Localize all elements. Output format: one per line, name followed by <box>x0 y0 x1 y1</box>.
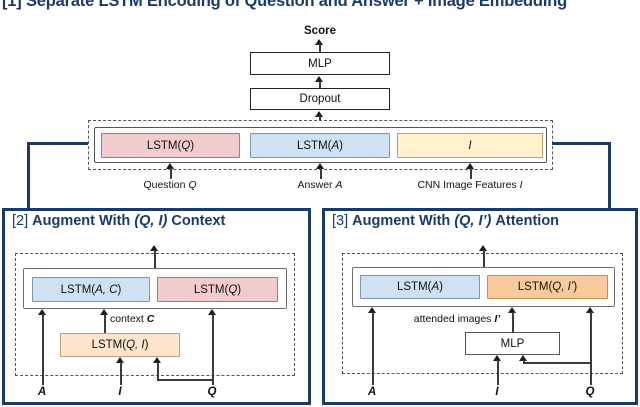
panel3-output-arrow-head <box>479 245 487 251</box>
panel3-lstm-qi2-label: LSTM( <box>517 281 553 293</box>
panel3-lstm-qi2-box: LSTM(Q, I’) <box>487 275 608 299</box>
panel2-context-arrow-head <box>100 309 108 315</box>
panel2-input-i-label: I <box>118 386 122 398</box>
image-embedding-label: I <box>468 139 472 152</box>
mlp-box-label: MLP <box>308 57 332 70</box>
arrow-mlp-to-score-head <box>315 39 323 45</box>
arrow-encoder-to-dropout-line <box>319 116 321 121</box>
panel-2-header: [2] Augment With (Q, I) Context <box>12 213 226 229</box>
panel2-context-arrow-line <box>104 314 106 333</box>
panel2-output-arrow-line <box>154 250 156 268</box>
panel2-dashed-box <box>15 253 295 376</box>
panel3-mlp-label: MLP <box>500 337 525 350</box>
figure-title: [1] Separate LSTM Encoding of Question a… <box>2 0 640 11</box>
mlp-box: MLP <box>250 52 390 75</box>
panel3-mlp-arrow-head <box>508 307 516 313</box>
score-label: Score <box>304 25 336 37</box>
lstm-q-label: LSTM( <box>146 139 182 152</box>
arrow-cnn-head <box>466 163 474 169</box>
panel2-q-arrow-line <box>212 314 214 385</box>
panel2-lstm-q-label: LSTM( <box>193 283 229 296</box>
panel2-q-branch-vertical <box>157 362 159 381</box>
panel2-output-arrow-head <box>150 245 158 251</box>
panel3-output-arrow-line <box>483 250 485 267</box>
panel2-q-arrow-head <box>208 309 216 315</box>
panel3-input-i-label: I <box>495 386 499 398</box>
arrow-mlp-to-score-line <box>319 44 321 52</box>
arrow-answer-line <box>320 168 322 179</box>
question-input-label: Question Q <box>143 179 197 191</box>
panel2-lstm-ac-label: LSTM( <box>60 283 96 296</box>
panel2-input-q-label: Q <box>207 386 217 398</box>
panel2-context-label: context C <box>110 313 155 325</box>
panel3-i-arrow-line <box>497 360 499 385</box>
panel2-a-arrow-line <box>42 314 44 385</box>
panel2-q-branch-arrow-head <box>153 357 161 363</box>
image-embedding-box: I <box>397 133 543 158</box>
panel2-i-arrow-head <box>116 357 124 363</box>
arrow-question-line <box>170 168 172 179</box>
panel3-a-arrow-head <box>368 307 376 313</box>
connector-right-horizontal <box>552 142 611 145</box>
panel3-lstm-a-label: LSTM( <box>396 281 432 293</box>
panel2-a-arrow-head <box>38 309 46 315</box>
panel3-lstm-a-box: LSTM(A) <box>360 275 480 299</box>
panel-3-header: [3] Augment With (Q, I’) Attention <box>332 213 560 229</box>
arrow-dropout-to-mlp-line <box>319 81 321 88</box>
lstm-a-label: LSTM( <box>296 139 332 152</box>
connector-left-horizontal <box>27 142 88 145</box>
panel3-input-a-label: A <box>367 386 377 398</box>
lstm-q-box: LSTM(Q) <box>101 133 240 158</box>
panel2-i-arrow-line <box>120 362 122 385</box>
panel2-q-branch-horizontal <box>157 379 213 381</box>
panel3-q-arrow-line <box>590 312 592 385</box>
panel3-mlp-box: MLP <box>465 332 560 355</box>
panel2-lstm-qi-box: LSTM(Q, I) <box>60 333 180 357</box>
answer-input-label: Answer A <box>297 179 343 191</box>
panel3-a-arrow-line <box>372 312 374 385</box>
panel3-attended-label: attended images I’ <box>413 313 501 325</box>
panel3-input-q-label: Q <box>585 386 595 398</box>
arrow-dropout-to-mlp-head <box>315 76 323 82</box>
arrow-cnn-line <box>470 168 472 179</box>
dropout-box-label: Dropout <box>299 93 341 105</box>
cnn-input-label: CNN Image Features I <box>417 179 523 191</box>
figure-title-text: Separate LSTM Encoding of Question and A… <box>25 0 567 10</box>
panel3-q-branch-arrow-head <box>519 355 527 361</box>
dropout-box: Dropout <box>250 88 390 110</box>
panel2-lstm-ac-box: LSTM(A, C) <box>32 277 150 302</box>
panel2-lstm-qi-label: LSTM( <box>91 339 127 351</box>
panel3-i-arrow-head <box>493 355 501 361</box>
connector-right-vertical <box>608 142 611 208</box>
panel3-q-arrow-head <box>586 307 594 313</box>
arrow-question-head <box>166 163 174 169</box>
panel2-lstm-q-box: LSTM(Q) <box>157 277 278 302</box>
lstm-a-box: LSTM(A) <box>250 133 390 158</box>
panel3-mlp-arrow-line <box>512 312 514 332</box>
arrow-answer-head <box>316 163 324 169</box>
panel3-dashed-box <box>342 253 623 374</box>
panel2-input-a-label: A <box>37 386 47 398</box>
figure-title-number: [1] <box>2 0 22 10</box>
connector-left-vertical <box>27 142 30 208</box>
panel3-q-branch-horizontal <box>523 362 591 364</box>
arrow-encoder-to-dropout-head <box>315 111 323 117</box>
